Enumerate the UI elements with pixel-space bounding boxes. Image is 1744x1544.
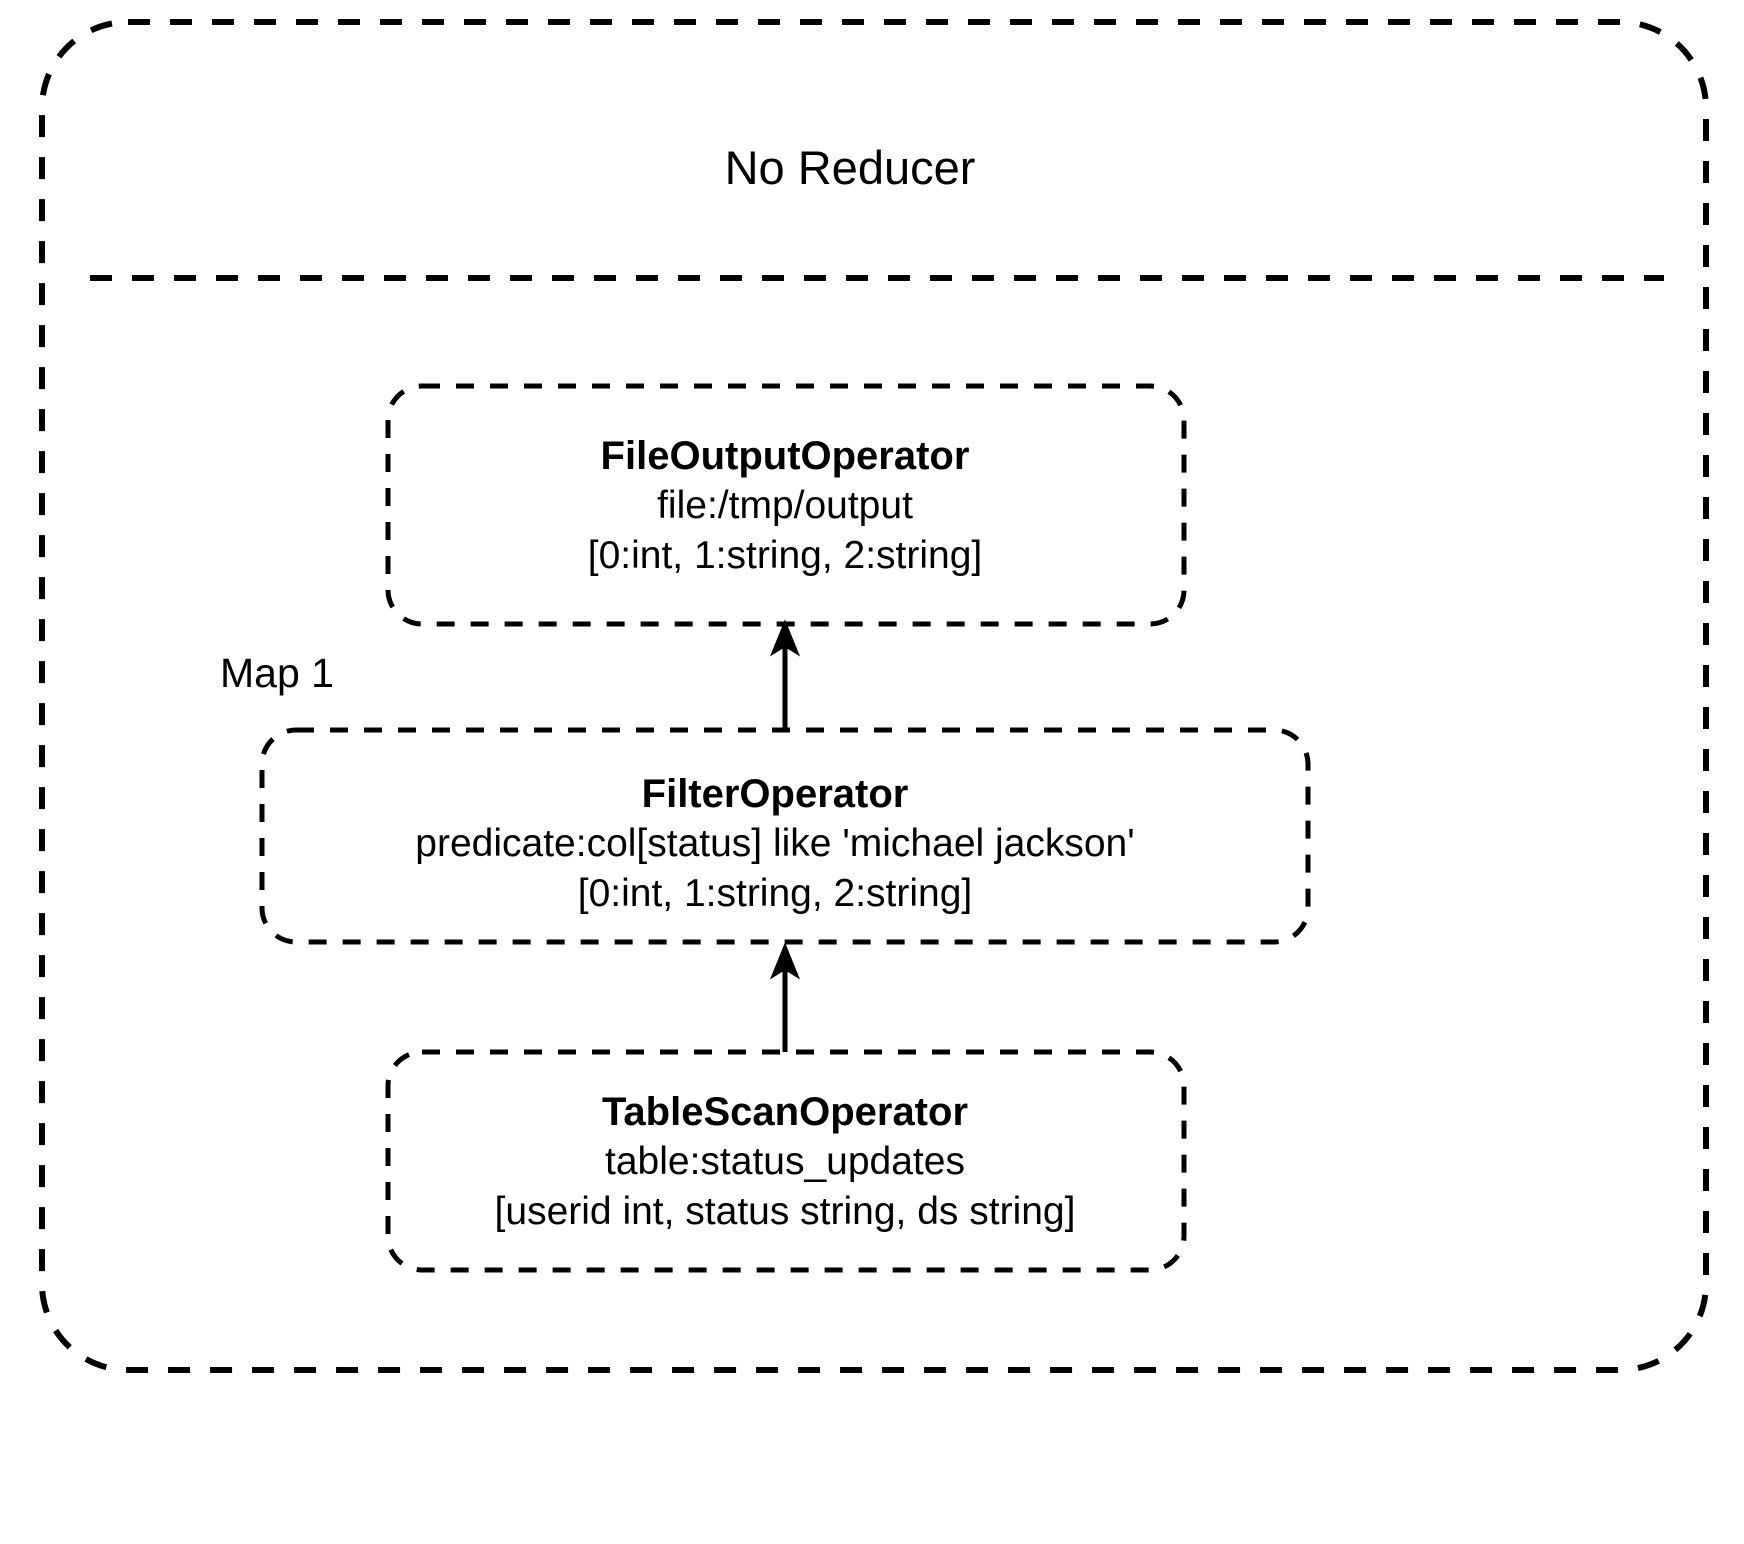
table-scan-operator-schema: [userid int, status string, ds string]: [494, 1190, 1076, 1233]
table-scan-operator-box[interactable]: [385, 1049, 1187, 1273]
filter-operator-schema: [0:int, 1:string, 2:string]: [577, 872, 973, 915]
filter-operator-title: FilterOperator: [641, 772, 909, 816]
table-scan-operator-title: TableScanOperator: [601, 1090, 969, 1134]
edge-filter-to-fileoutput: [769, 619, 801, 730]
file-output-operator-schema: [0:int, 1:string, 2:string]: [587, 534, 983, 577]
filter-operator-predicate: predicate:col[status] like 'michael jack…: [415, 822, 1135, 865]
table-scan-operator-table: table:status_updates: [605, 1140, 965, 1183]
edge-tablescan-to-filter: [769, 942, 801, 1052]
file-output-operator-path: file:/tmp/output: [657, 484, 913, 527]
map-stage-label: Map 1: [220, 650, 334, 696]
vertex-container-title: No Reducer: [724, 141, 976, 194]
file-output-operator-title: FileOutputOperator: [600, 434, 970, 478]
